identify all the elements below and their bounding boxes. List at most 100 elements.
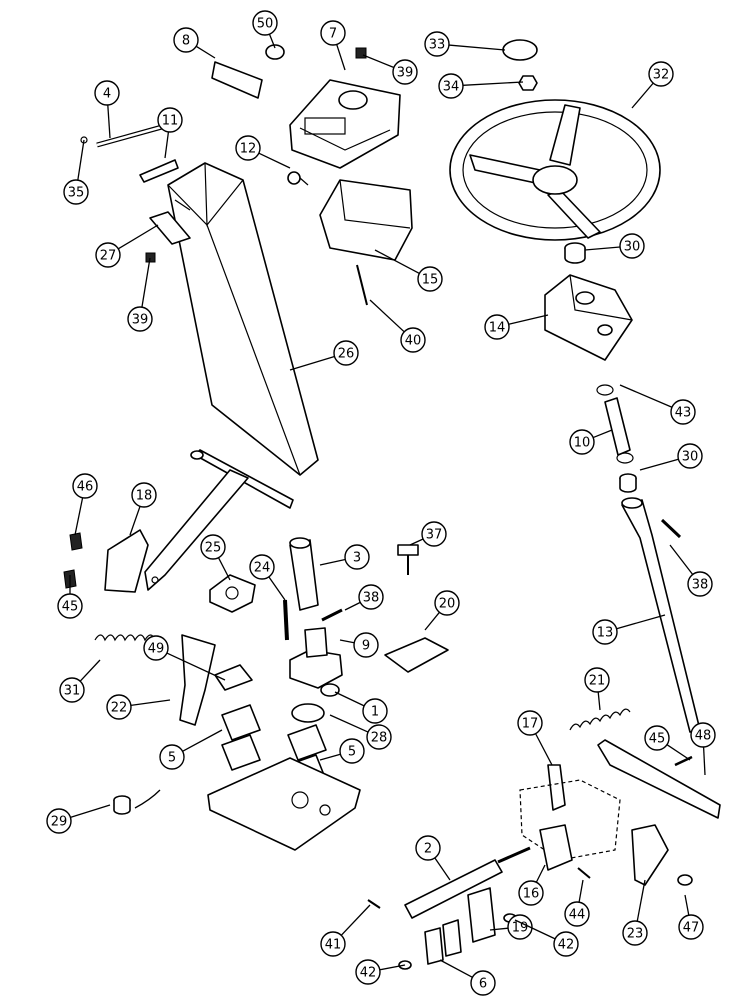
callout-number: 10: [574, 436, 591, 451]
callout-circle: [400, 327, 426, 353]
callout-leader: [592, 429, 613, 439]
callout-1: 1: [334, 691, 388, 724]
callout-number: 44: [569, 908, 586, 923]
callout-leader: [631, 82, 654, 109]
callout-leader: [70, 804, 111, 819]
callout-39: 39: [362, 54, 418, 85]
callout-leader: [448, 44, 506, 51]
part-column-housing: [167, 162, 319, 476]
callout-40: 40: [369, 299, 426, 353]
callout-6: 6: [439, 959, 496, 996]
callout-leader: [424, 611, 440, 631]
part-gearbox-top: [289, 627, 343, 689]
callout-circle: [569, 429, 595, 455]
callout-leader: [164, 131, 170, 159]
callout-number: 39: [397, 66, 414, 81]
callout-leader: [636, 879, 646, 922]
callout-circle: [584, 667, 610, 693]
callout-leader: [666, 744, 691, 761]
callout-circle: [333, 340, 359, 366]
callout-29: 29: [46, 804, 111, 834]
callout-number: 48: [695, 729, 712, 744]
callout-circle: [358, 584, 384, 610]
callout-leader: [268, 576, 286, 601]
callout-number: 42: [360, 966, 377, 981]
callout-circle: [415, 835, 441, 861]
part-nut: [518, 75, 538, 91]
callout-21: 21: [584, 667, 610, 711]
callout-circle: [159, 744, 185, 770]
callout-leader: [508, 314, 549, 325]
callout-50: 50: [252, 10, 278, 49]
callout-number: 46: [77, 480, 94, 495]
part-bushing: [619, 473, 637, 493]
callout-22: 22: [106, 694, 171, 720]
part-pedal-arm: [144, 449, 294, 591]
callout-45: 45: [57, 575, 83, 619]
part-side-bracket: [519, 764, 621, 861]
part-bushing: [564, 242, 586, 264]
callout-32: 32: [631, 61, 674, 109]
callout-leader: [268, 33, 276, 49]
callout-23: 23: [622, 879, 648, 946]
callout-circle: [127, 306, 153, 332]
part-snap-ring: [616, 452, 634, 464]
callout-5: 5: [159, 729, 223, 770]
callout-number: 23: [627, 927, 644, 942]
part-instrument-cover: [289, 79, 401, 169]
callout-number: 2: [424, 842, 432, 857]
callout-35: 35: [63, 139, 89, 205]
callout-leader: [535, 864, 546, 883]
part-flange: [209, 574, 256, 613]
callout-number: 9: [362, 639, 370, 654]
callout-number: 35: [68, 186, 85, 201]
callout-45: 45: [644, 725, 691, 761]
callout-number: 33: [429, 38, 446, 53]
callout-leader: [379, 964, 406, 971]
callout-number: 16: [523, 887, 540, 902]
part-pivot-bracket: [539, 824, 573, 871]
callout-30: 30: [639, 443, 703, 471]
callout-11: 11: [157, 107, 183, 159]
callout-5: 5: [319, 738, 365, 764]
part-bushing: [113, 795, 131, 815]
part-switch: [287, 171, 309, 186]
part-base-plate: [207, 757, 361, 851]
part-bolt: [145, 252, 156, 263]
callout-number: 30: [682, 450, 699, 465]
callout-leader: [344, 601, 361, 611]
callout-number: 18: [136, 489, 153, 504]
callout-42: 42: [514, 919, 579, 957]
callout-number: 30: [624, 240, 641, 255]
callout-leader: [334, 691, 365, 707]
callout-number: 25: [205, 541, 222, 556]
callout-circle: [517, 710, 543, 736]
callout-10: 10: [569, 429, 613, 455]
callout-number: 31: [64, 684, 81, 699]
callout-number: 21: [589, 674, 606, 689]
callout-circle: [366, 724, 392, 750]
part-upper-shaft: [604, 397, 631, 456]
callout-number: 39: [132, 313, 149, 328]
callout-circle: [143, 635, 169, 661]
callout-number: 40: [405, 334, 422, 349]
callout-number: 11: [162, 114, 179, 129]
callout-leader: [684, 894, 690, 916]
callout-circle: [57, 593, 83, 619]
callout-circle: [687, 571, 713, 597]
callout-leader: [336, 44, 346, 71]
part-support-bracket: [544, 274, 633, 361]
callout-leader: [489, 927, 509, 931]
part-steering-wheel: [449, 99, 661, 241]
callout-number: 28: [371, 731, 388, 746]
callout-circle: [648, 61, 674, 87]
callout-number: 6: [479, 977, 487, 992]
part-screw: [356, 264, 368, 306]
callout-circle: [619, 233, 645, 259]
callout-leader: [619, 384, 673, 408]
callout-circle: [644, 725, 670, 751]
callout-19: 19: [489, 914, 533, 940]
callout-leader: [130, 699, 171, 707]
part-flange-hole: [225, 586, 239, 600]
